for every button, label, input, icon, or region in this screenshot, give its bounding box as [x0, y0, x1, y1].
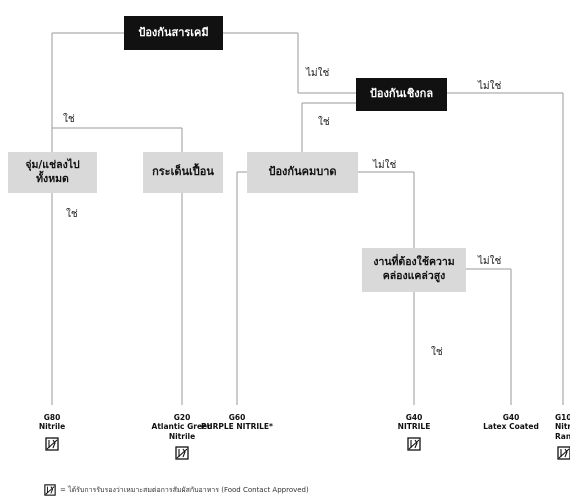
food-safe-icon [175, 446, 189, 460]
label-immerse-yes: ใช่ [66, 209, 78, 220]
product-g20: G20 Atlantic Green Nitrile [146, 413, 218, 460]
label-dexterity-no: ไม่ใช่ [478, 256, 502, 267]
label-sharp-no: ไม่ใช่ [373, 160, 397, 171]
food-safe-icon [44, 484, 56, 496]
product-name: Latex Coated [483, 422, 539, 432]
footnote: = ได้รับการรับรองว่าเหมาะสมต่อการสัมผัสก… [44, 484, 309, 496]
product-g10: G10 Nitrile Range [527, 413, 570, 460]
product-g40-nitrile: G40 NITRILE [378, 413, 450, 451]
node-full-immersion: จุ่ม/แช่ลงไป ทั้งหมด [8, 152, 97, 193]
product-code: G40 [502, 413, 520, 422]
product-code: G20 [173, 413, 191, 422]
product-name: Nitrile Range [555, 422, 570, 441]
label-mechanical-yes: ใช่ [318, 117, 330, 128]
food-safe-icon [45, 437, 59, 451]
product-name: NITRILE [397, 422, 431, 432]
product-code: G10 [555, 413, 570, 422]
product-g60: G60 PURPLE NITRILE* [201, 413, 273, 432]
node-high-dexterity: งานที่ต้องใช้ความ คล่องแคล่วสูง [362, 248, 466, 292]
node-chemical-protection: ป้องกันสารเคมี [124, 16, 223, 50]
product-code: G40 [405, 413, 423, 422]
footnote-text: = ได้รับการรับรองว่าเหมาะสมต่อการสัมผัสก… [60, 485, 309, 494]
node-cut-protection: ป้องกันคมบาด [247, 152, 358, 193]
food-safe-icon [407, 437, 421, 451]
product-code: G60 [228, 413, 246, 422]
food-safe-icon [557, 446, 570, 460]
product-name: Nitrile [38, 422, 66, 432]
product-name: Atlantic Green Nitrile [151, 422, 213, 441]
label-chemical-no: ไม่ใช่ [306, 68, 330, 79]
product-g80: G80 Nitrile [16, 413, 88, 451]
product-g40-latex: G40 Latex Coated [475, 413, 547, 432]
label-dexterity-yes: ใช่ [431, 347, 443, 358]
node-mechanical-protection: ป้องกันเชิงกล [356, 78, 447, 111]
label-mechanical-no: ไม่ใช่ [478, 81, 502, 92]
product-name: PURPLE NITRILE* [201, 422, 273, 432]
label-chemical-yes: ใช่ [63, 114, 75, 125]
product-code: G80 [43, 413, 61, 422]
node-splash: กระเด็นเปื้อน [143, 152, 223, 193]
